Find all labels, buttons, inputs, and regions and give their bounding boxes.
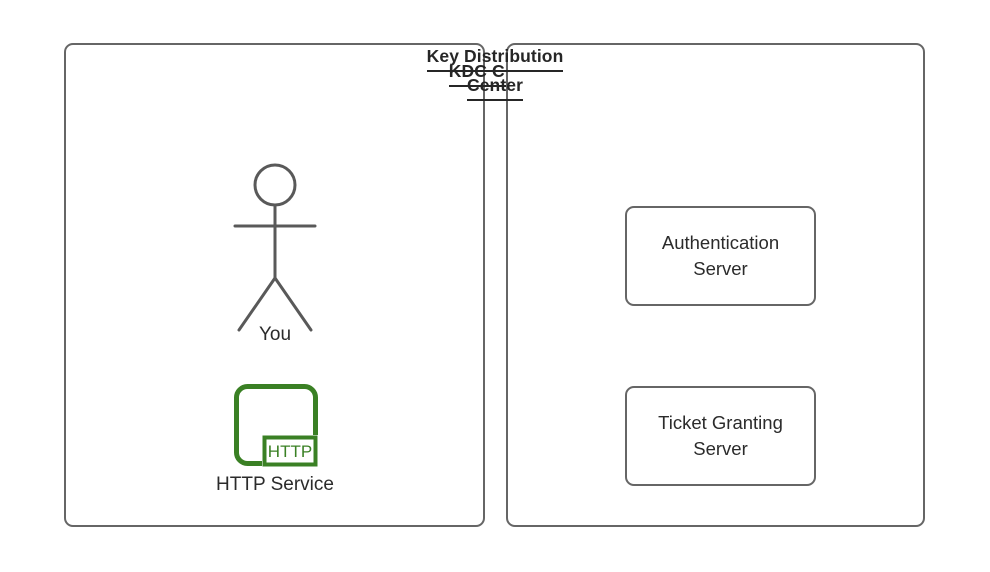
http-service-label: HTTP Service — [216, 474, 334, 495]
ticket-granting-server-box: Ticket Granting Server — [625, 386, 816, 486]
panel-kdc-title-line-2: Center — [466, 72, 524, 101]
panel-key-distribution-center-title: Key Distribution Center — [0, 43, 990, 101]
ticket-granting-server-label: Ticket Granting Server — [658, 412, 783, 459]
svg-text:HTTP: HTTP — [268, 442, 312, 461]
http-service-icon: HTTP — [233, 383, 319, 467]
authentication-server-label: Authentication Server — [661, 232, 780, 279]
authentication-server-box: Authentication Server — [625, 206, 816, 306]
stick-figure-icon — [215, 155, 335, 355]
stick-figure-label: You — [258, 324, 292, 345]
panel-kdc-title-line-1: Key Distribution — [426, 43, 564, 72]
